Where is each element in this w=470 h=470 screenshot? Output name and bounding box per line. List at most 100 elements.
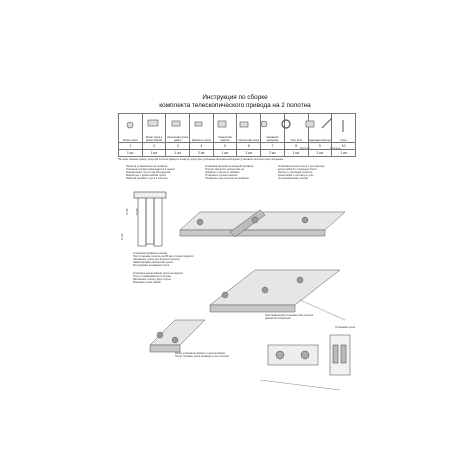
note-line: двигаются синхронно xyxy=(265,317,291,321)
note-line: Зафиксировать кронштейн троса xyxy=(133,261,173,265)
bottom-right-assembly xyxy=(267,334,351,376)
tensioner-icon xyxy=(260,120,268,128)
middle-rail xyxy=(209,269,341,306)
note-line: кронштейне и протянуть трос xyxy=(278,174,314,178)
note-line: Установка профиля в проем. xyxy=(133,252,168,255)
middle-rail-face xyxy=(209,304,296,313)
part-name: Кронштейн троса xyxy=(238,139,260,143)
note-line: направлении, под углом 90 градусов xyxy=(126,171,171,175)
cable-roller xyxy=(156,331,164,339)
document-title: Инструкция по сборке xyxy=(202,94,268,101)
part-name: Трос 12 м xyxy=(290,139,303,143)
upper-rail-face xyxy=(179,229,326,237)
part-cell-3: Кронштейн троса двери xyxy=(165,112,191,144)
part-icons xyxy=(126,117,344,132)
cable-roller xyxy=(296,276,304,284)
cable-roller xyxy=(221,291,229,299)
door-panel xyxy=(137,195,147,247)
note-line: профиле и затянуть гайками xyxy=(205,171,240,175)
part-cell-2: Ролик троса с кронштейном xyxy=(141,112,167,144)
rollers xyxy=(156,216,309,344)
cable-lines xyxy=(259,299,346,391)
note-line: Установка кронштейнов троса на каретки xyxy=(133,272,183,275)
note-line: Фиксаторы с кронштейном троса xyxy=(126,174,166,178)
part-name: Ролик троса с кронштейном xyxy=(145,136,163,143)
carriage-bracket-icon xyxy=(217,120,227,128)
rail-insert xyxy=(229,209,266,238)
carriage-plate-icon xyxy=(305,120,315,128)
cable-line xyxy=(299,299,346,321)
note-line: Ролик установлен вместе с кронштейном xyxy=(175,352,225,355)
part-name: Накладка каретки xyxy=(309,139,331,143)
cable-roller xyxy=(171,336,179,344)
extra-label-hex: Шестигр. xyxy=(300,147,311,150)
parts-table: Ролик троса Ролик троса с кронштейном Кр… xyxy=(118,112,356,157)
cable-roller-icon xyxy=(126,121,134,129)
part-name: Кронштейн троса двери xyxy=(167,136,189,143)
part-name: Кронштейн каретки xyxy=(218,136,232,143)
note-line: по направлению стрелки xyxy=(278,177,308,181)
note-bottom-left: Ролик установлен вместе с кронштейном По… xyxy=(175,352,265,358)
note-line: Фиксация троса гайкой xyxy=(133,281,161,285)
rail-assemblies xyxy=(149,209,346,353)
note-under-table: На схеме показан привод, когда оба полот… xyxy=(118,158,284,161)
note-line: При установке полотен на 80 мм от края п… xyxy=(133,255,194,259)
note-line: Регулировка натяжения троса xyxy=(133,264,170,268)
part-cell-8: Трос 12 м xyxy=(283,112,309,144)
note-line: Трос устанавливается в ролики xyxy=(133,275,171,279)
document-subtitle: комплекта телескопического привода на 2 … xyxy=(159,102,311,109)
note-left-top: Полотна установлены на профиль. Тросовые… xyxy=(126,165,206,180)
lower-rail-face xyxy=(149,344,181,353)
cable-roller xyxy=(251,216,259,224)
note-lower-left: Установка кронштейнов троса на каретки Т… xyxy=(133,272,253,284)
panel-post xyxy=(332,344,339,364)
part-cell-5: Кронштейн каретки xyxy=(212,112,238,144)
door-panel xyxy=(145,193,155,245)
note-line: Затянуть тросовый ролик на xyxy=(278,171,313,175)
cable-line xyxy=(259,379,341,391)
part-cell-7: Натяжной механизм xyxy=(260,112,285,144)
part-cell-6: Кронштейн троса xyxy=(236,112,262,144)
part-name: Фиксатор троса xyxy=(191,139,211,143)
carriage-wheel xyxy=(300,350,310,360)
part-qty: 2 шт xyxy=(236,149,262,157)
cable-roller xyxy=(261,286,269,294)
note-line: Установка ролика троса 7 на пластину xyxy=(278,165,325,168)
part-name: Ключ xyxy=(340,139,347,143)
panels-drawing xyxy=(133,191,167,247)
cable-roller xyxy=(301,216,309,224)
note-line: Натяжение троса для второго полотна xyxy=(133,258,180,262)
note-line: Проверить ход полотна по профилю xyxy=(205,177,249,181)
part-cell-9: Накладка каретки xyxy=(307,112,333,144)
carriage-block xyxy=(267,344,319,366)
part-qty: 1 шт xyxy=(331,149,356,157)
note-mid-left: Установка профиля в проем. При установке… xyxy=(133,252,283,267)
part-name: Ролик троса xyxy=(123,139,138,143)
note-line: Рабочий профиль 1 для 2 полотен xyxy=(126,177,168,181)
small-label: Установка троса xyxy=(335,326,355,329)
part-qty: 1 шт xyxy=(283,149,309,157)
door-bracket-icon xyxy=(171,120,181,127)
note-center-top: Установка деталей на верхний профиль. Пл… xyxy=(205,165,285,180)
part-qty: 2 шт xyxy=(260,149,285,157)
note-line: Установить ролики каретки xyxy=(205,174,238,178)
cable-coil-icon xyxy=(281,119,291,129)
note-right-top: Установка ролика троса 7 на пластину кро… xyxy=(278,165,358,180)
key-icon xyxy=(321,117,333,129)
note-line: кронштейна 5 с помощью болта xyxy=(278,168,317,172)
cable-roller xyxy=(196,218,204,226)
top-profile xyxy=(133,191,167,199)
note-line: Установка деталей на верхний профиль. xyxy=(205,165,255,168)
cable-clamp-icon xyxy=(194,121,203,127)
roller-bracket-icon xyxy=(147,119,159,127)
cable-bracket-icon xyxy=(239,121,249,128)
part-cell-4: Фиксатор троса xyxy=(189,112,214,144)
panel-post xyxy=(340,344,347,364)
note-line: После затяжки троса проверить ход полоте… xyxy=(175,355,229,359)
note-line: Плотно закрепить кронштейн на xyxy=(205,168,244,172)
part-name: Натяжной механизм xyxy=(266,136,279,143)
note-line: Полотна установлены на профиль. xyxy=(126,165,169,168)
note-line: Тросовые ролики размещаются в одном xyxy=(126,168,175,172)
extra-label-pin: Шпилька xyxy=(330,147,341,150)
